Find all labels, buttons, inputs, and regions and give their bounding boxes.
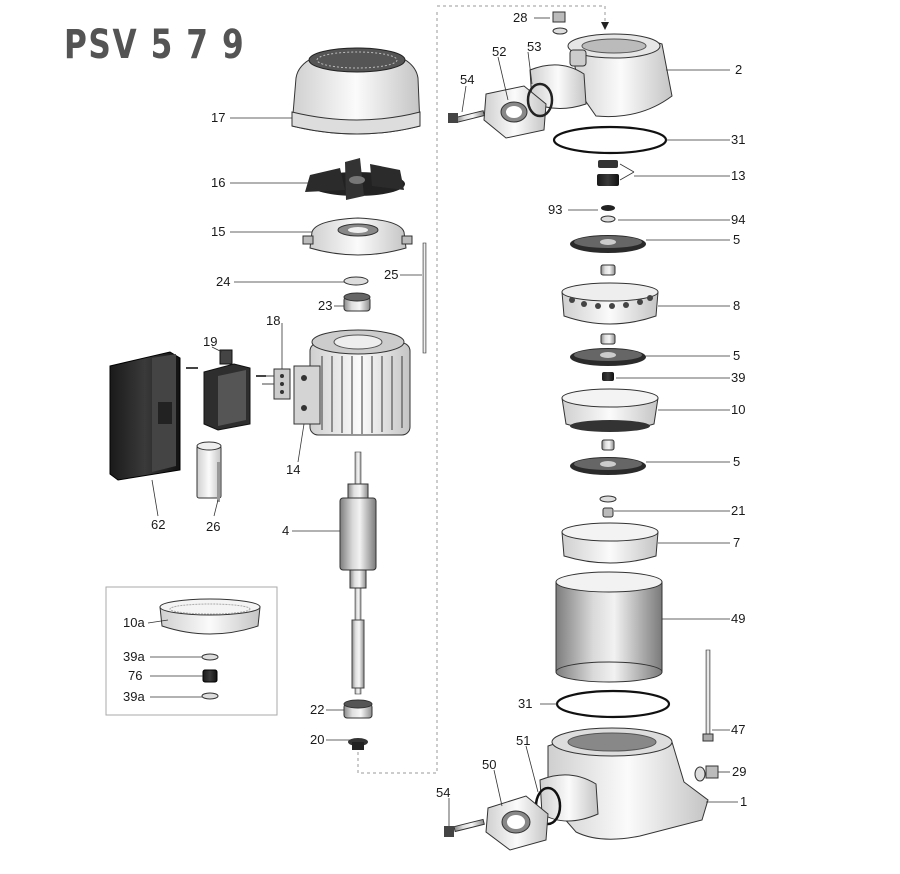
label-22: 22 (310, 702, 324, 717)
label-1: 1 (740, 794, 747, 809)
label-47: 47 (731, 722, 745, 737)
label-49: 49 (731, 611, 745, 626)
part-13-mechanical-seal (597, 160, 619, 186)
label-2: 2 (735, 62, 742, 77)
label-53: 53 (527, 39, 541, 54)
part-washer-small (599, 495, 617, 503)
label-31-upper: 31 (731, 132, 745, 147)
part-20-seal (348, 738, 368, 750)
part-18-terminal-block (262, 368, 291, 400)
label-23: 23 (318, 298, 332, 313)
part-spacer-c (601, 439, 615, 451)
arrow-down-icon (601, 22, 609, 30)
part-50-flange (485, 795, 549, 851)
label-5-upper: 5 (733, 232, 740, 247)
part-23-bearing (343, 292, 371, 312)
label-16: 16 (211, 175, 225, 190)
label-10: 10 (731, 402, 745, 417)
label-15: 15 (211, 224, 225, 239)
part-47-tie-rod-nut (702, 733, 714, 742)
label-4: 4 (282, 523, 289, 538)
part-19-junction-box (186, 349, 266, 431)
part-5-impeller-middle (570, 348, 646, 366)
part-93-spacer (601, 205, 615, 211)
label-8: 8 (733, 298, 740, 313)
label-19: 19 (203, 334, 217, 349)
part-54-bolt-upper (448, 110, 485, 123)
label-93: 93 (548, 202, 562, 217)
part-spacer-a (600, 264, 616, 276)
part-29-plug (694, 765, 719, 782)
label-51: 51 (516, 733, 530, 748)
label-62: 62 (151, 517, 165, 532)
part-25-tie-rod (422, 242, 427, 354)
part-47-tie-rod (705, 649, 711, 737)
part-76-bushing (202, 669, 218, 683)
part-21-nut (602, 507, 614, 518)
label-39a-lower: 39a (123, 689, 145, 704)
label-14: 14 (286, 462, 300, 477)
label-18: 18 (266, 313, 280, 328)
part-14-motor-body (293, 329, 411, 436)
part-10-diffuser (561, 388, 659, 432)
part-16-fan (305, 158, 405, 200)
label-50: 50 (482, 757, 496, 772)
label-13: 13 (731, 168, 745, 183)
part-54-bolt-lower (444, 818, 485, 837)
label-5-middle: 5 (733, 348, 740, 363)
label-52: 52 (492, 44, 506, 59)
part-49-outer-sleeve (555, 571, 663, 683)
part-28-drain-plug (552, 11, 568, 35)
part-5-impeller-lower (570, 457, 646, 475)
label-28: 28 (513, 10, 527, 25)
part-22-bearing (343, 699, 373, 719)
part-24-washer (343, 276, 369, 286)
part-62-terminal-cover (109, 351, 181, 481)
label-31-lower: 31 (518, 696, 532, 711)
part-39a-ring-lower (201, 692, 219, 700)
part-7-last-diffuser (561, 522, 659, 564)
part-31-oring-upper (552, 125, 668, 155)
label-24: 24 (216, 274, 230, 289)
label-26: 26 (206, 519, 220, 534)
part-52-flange (483, 85, 547, 139)
label-17: 17 (211, 110, 225, 125)
label-5-lower: 5 (733, 454, 740, 469)
part-15-end-shield (302, 217, 413, 256)
part-53-oring (526, 82, 554, 118)
assembly-dashed-line (357, 12, 438, 774)
callout-labels: 28 52 53 54 2 31 13 93 94 5 8 5 39 10 5 … (123, 10, 747, 809)
label-21: 21 (731, 503, 745, 518)
leader-lines (147, 17, 738, 826)
label-20: 20 (310, 732, 324, 747)
label-7: 7 (733, 535, 740, 550)
part-39a-ring-upper (201, 653, 219, 661)
part-4-rotor-shaft (339, 451, 377, 695)
label-94: 94 (731, 212, 745, 227)
label-76: 76 (128, 668, 142, 683)
label-25: 25 (384, 267, 398, 282)
assembly-dashed-line-top (437, 5, 606, 24)
label-39a-upper: 39a (123, 649, 145, 664)
part-1-pump-base (539, 727, 709, 840)
part-5-impeller-upper (570, 235, 646, 253)
part-spacer-b (600, 333, 616, 345)
part-31-oring-lower (555, 689, 671, 719)
label-29: 29 (732, 764, 746, 779)
part-39-bushing (602, 372, 614, 381)
label-10a: 10a (123, 615, 145, 630)
part-26-capacitor (196, 441, 222, 502)
part-2-upper-casing (529, 33, 673, 118)
diagram-title: PSV 5 7 9 (64, 22, 246, 68)
label-54-upper: 54 (460, 72, 474, 87)
part-10a-diffuser (159, 598, 261, 635)
label-39: 39 (731, 370, 745, 385)
part-17-fan-cover (291, 47, 421, 135)
part-94-washer (600, 215, 616, 223)
part-8-diffuser (561, 282, 659, 325)
label-54-lower: 54 (436, 785, 450, 800)
